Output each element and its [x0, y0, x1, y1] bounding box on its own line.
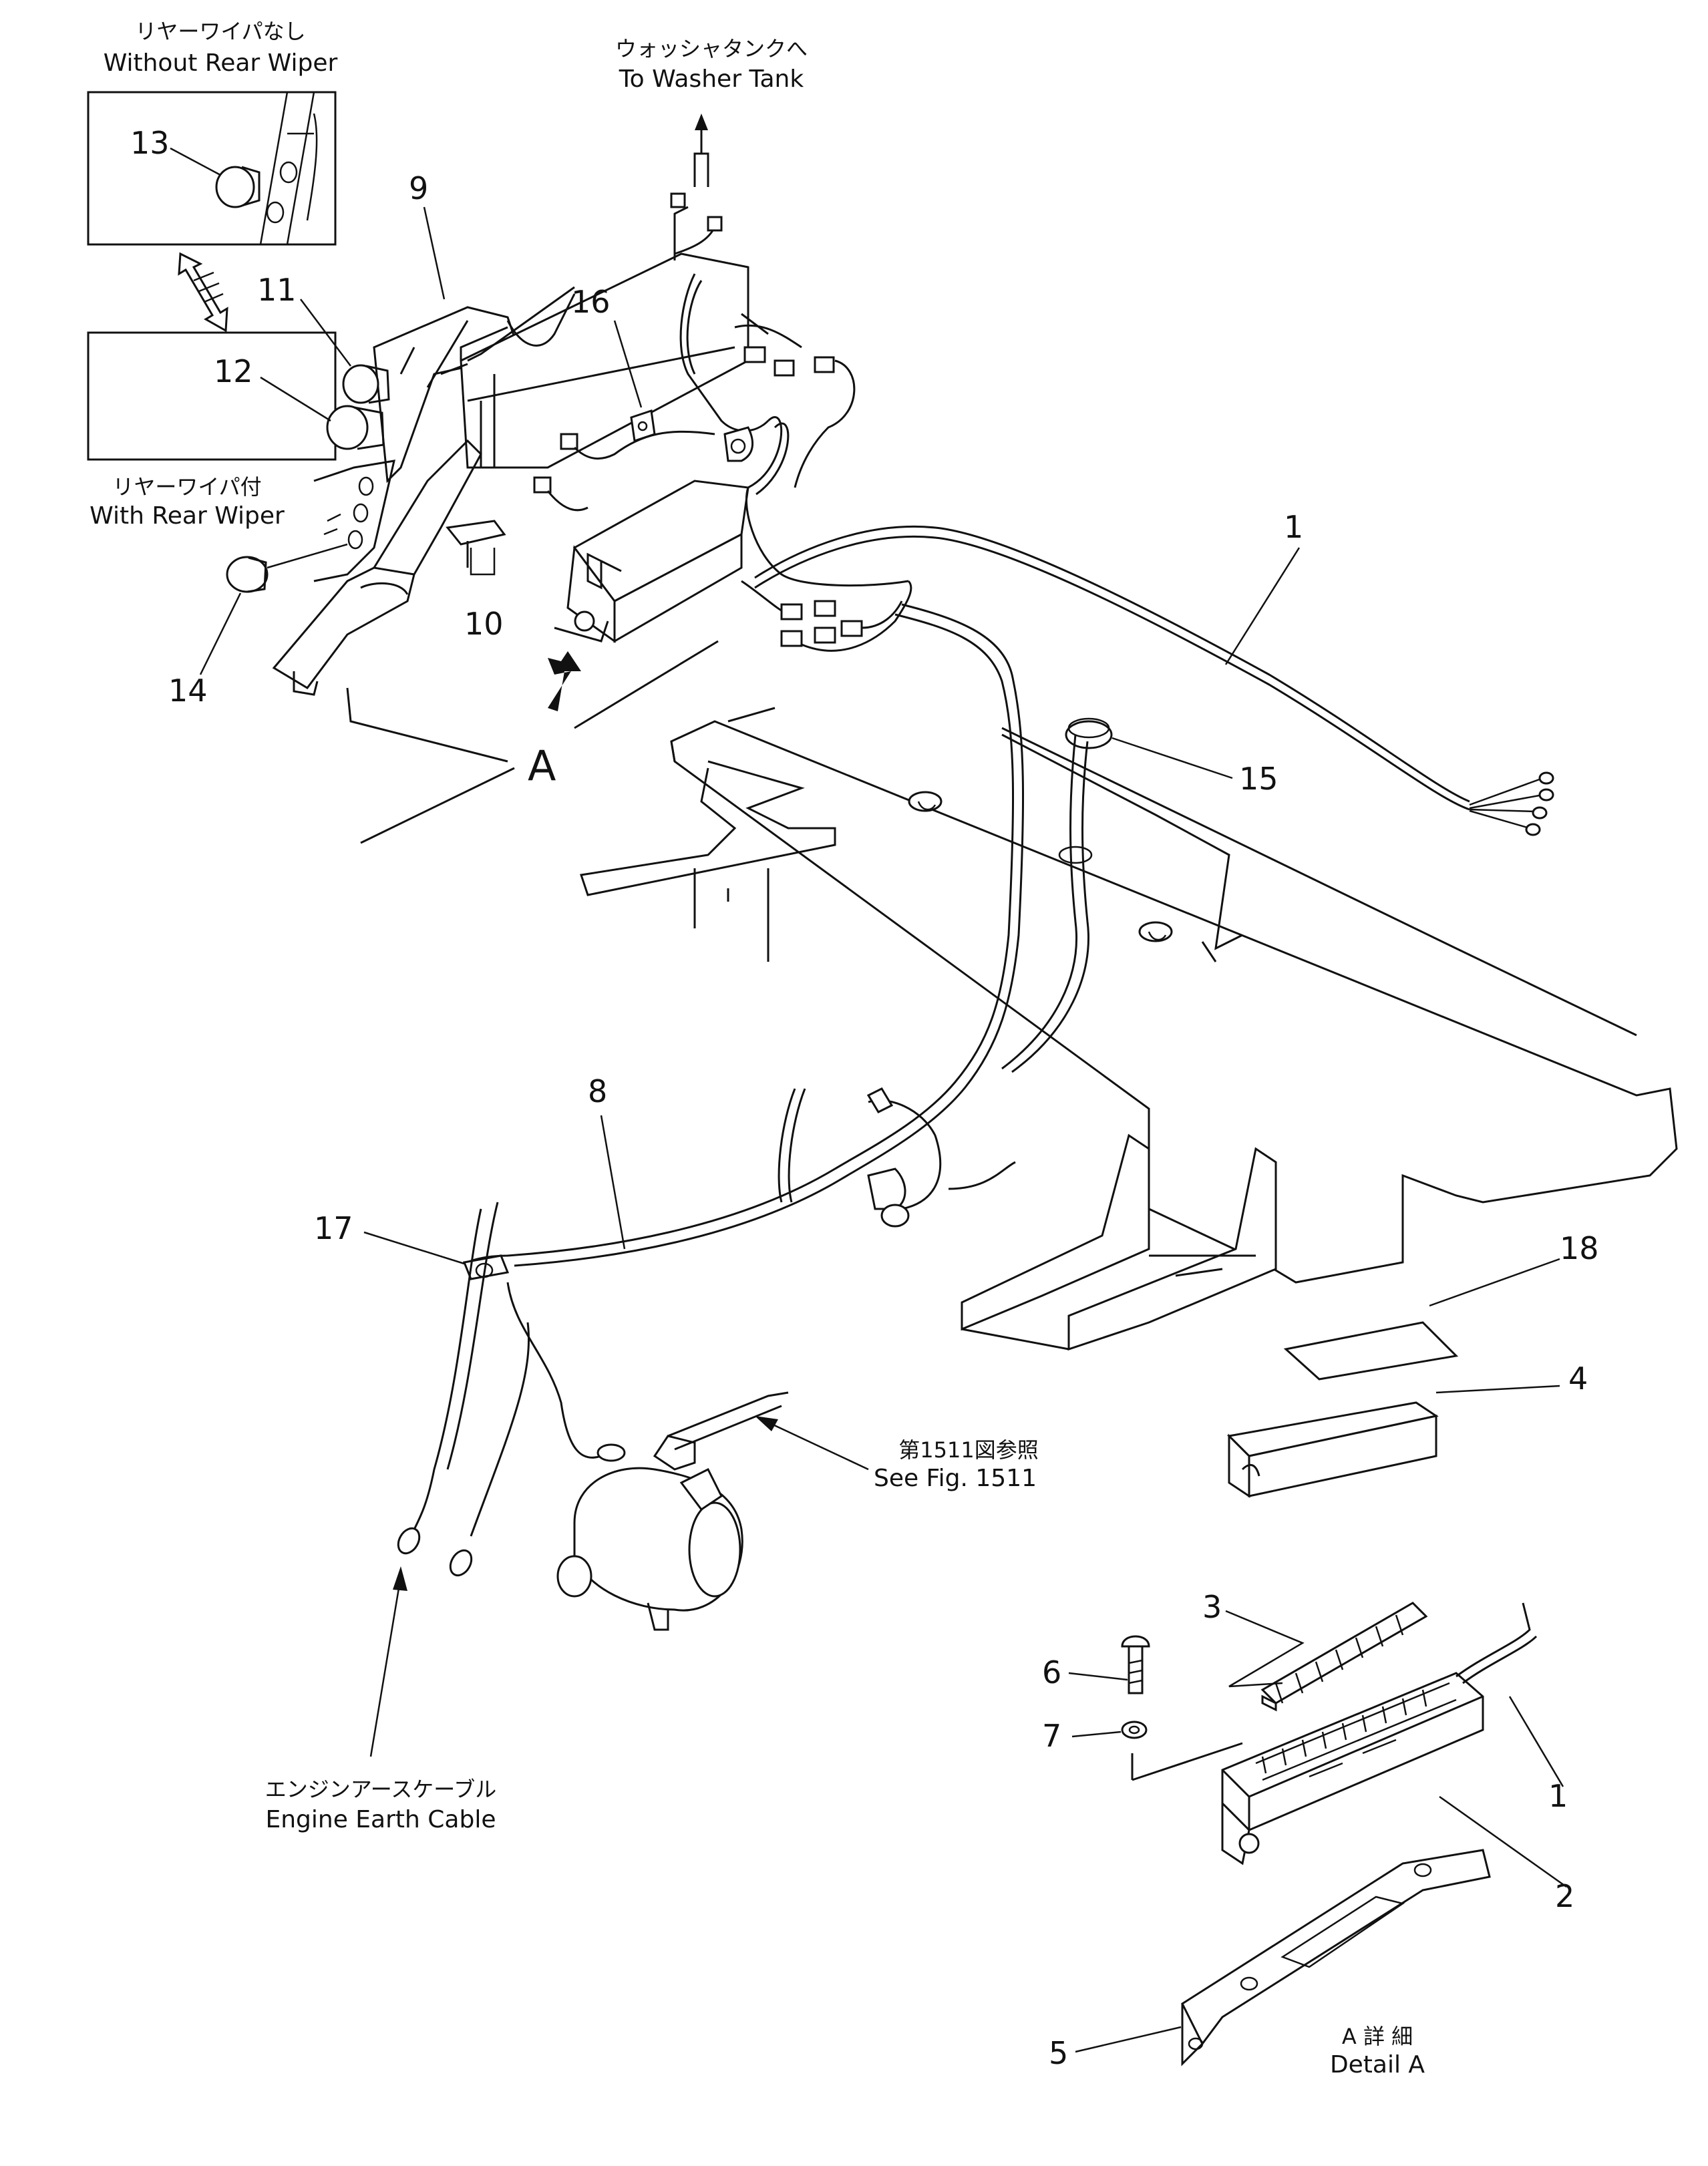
harness-1-detail	[1456, 1602, 1538, 1684]
without-rear-wiper-en-label: Without Rear Wiper	[104, 49, 338, 77]
engine-earth-en-label: Engine Earth Cable	[265, 1806, 496, 1833]
leader-14	[199, 592, 242, 675]
view-a-bracket	[346, 687, 508, 763]
part-number-5: 5	[1049, 2035, 1068, 2071]
knob-11	[342, 364, 390, 404]
see-fig-en-label: See Fig. 1511	[874, 1465, 1037, 1492]
part-number-11: 11	[257, 272, 297, 308]
part-number-17: 17	[314, 1210, 353, 1246]
harness-1	[754, 525, 1554, 836]
fuses-3	[1260, 1602, 1428, 1712]
leader-15	[1112, 737, 1233, 779]
without-rear-wiper-jp-label: リヤーワイパなし	[135, 19, 305, 44]
lower-brackets	[961, 1133, 1277, 1351]
detail-a: 3 6 7 1 2	[1042, 1589, 1574, 2079]
leader-14-to-panel	[267, 543, 348, 569]
knob-12	[326, 405, 385, 450]
leader-2	[1439, 1795, 1567, 1888]
alternative-arrow	[178, 252, 228, 333]
leader-17	[363, 1231, 465, 1265]
starter-motor	[556, 1391, 789, 1631]
leader-3	[1225, 1610, 1305, 1688]
view-a-label: A	[528, 741, 556, 790]
engine-earth-jp-label: エンジンアースケーブル	[265, 1777, 497, 1802]
panel-contour	[306, 113, 318, 221]
part-number-10: 10	[464, 606, 504, 642]
to-washer-tank-arrow	[695, 114, 708, 130]
leader-engine-earth	[369, 1576, 402, 1757]
inset-frame-bottom	[87, 331, 337, 461]
label-sheet-18	[1283, 1321, 1459, 1381]
part-number-1: 1	[1284, 509, 1303, 545]
view-a-line-left	[360, 767, 515, 844]
leader-4	[1435, 1385, 1560, 1394]
part-number-15: 15	[1239, 761, 1278, 797]
grommet-15	[1058, 717, 1113, 864]
view-a-arrow	[548, 651, 581, 711]
see-fig-arrow	[755, 1416, 778, 1431]
leader-1	[1224, 547, 1301, 665]
leader-10-bracket	[470, 548, 496, 576]
leader-12	[260, 376, 331, 422]
panel-hole	[266, 201, 285, 224]
part-number-18: 18	[1560, 1230, 1599, 1266]
bolt-to-box-line	[1131, 1742, 1243, 1781]
leader-1b	[1508, 1696, 1564, 1787]
to-washer-tank-en-label: To Washer Tank	[619, 65, 804, 93]
part-number-3: 3	[1202, 1589, 1222, 1625]
leader-18	[1429, 1258, 1560, 1307]
harness-8	[467, 603, 1025, 1267]
with-rear-wiper-jp-label: リヤーワイパ付	[112, 474, 261, 500]
control-lever	[272, 439, 482, 696]
part-number-16: 16	[571, 284, 611, 320]
part-number-14: 14	[168, 673, 208, 709]
to-washer-tank-jp-label: ウォッシャタンクへ	[615, 36, 808, 61]
bolt-6	[1121, 1635, 1150, 1694]
part-number-13: 13	[130, 125, 170, 161]
part-number-2: 2	[1555, 1878, 1574, 1914]
washer-7	[1121, 1721, 1148, 1739]
with-rear-wiper-en-label: With Rear Wiper	[90, 502, 285, 530]
fuse-box-2	[1221, 1672, 1484, 1865]
view-a-line-right	[574, 640, 719, 729]
leader-see-fig	[761, 1418, 869, 1471]
leader-9	[423, 206, 446, 300]
inset-frame-top	[87, 91, 337, 246]
part-number-4: 4	[1568, 1361, 1588, 1397]
part-number-12: 12	[214, 353, 253, 389]
plug-13	[215, 166, 261, 208]
leader-6	[1068, 1672, 1128, 1681]
leader-5	[1075, 2026, 1182, 2053]
plug-14	[226, 556, 269, 593]
engine-earth-arrow	[393, 1566, 407, 1591]
detail-a-en-label: Detail A	[1330, 2051, 1425, 2079]
fuse-box-mounted	[554, 480, 749, 643]
leader-13	[170, 147, 221, 176]
part-number-1b: 1	[1548, 1778, 1568, 1814]
leader-7	[1071, 1731, 1122, 1738]
earth-cables	[397, 1202, 626, 1577]
connector-cluster	[741, 580, 912, 652]
panel-edge	[259, 92, 315, 245]
fuse-cover-4	[1226, 1401, 1439, 1498]
leader-11	[300, 299, 351, 367]
lower-wires	[778, 1087, 1016, 1228]
see-fig-jp-label: 第1511図参照	[898, 1437, 1038, 1463]
part-number-6: 6	[1042, 1654, 1061, 1690]
detail-a-jp-label: A 詳 細	[1342, 2024, 1413, 2049]
part-number-9: 9	[409, 170, 428, 206]
inset-with-rear-wiper: リヤーワイパ付 With Rear Wiper	[87, 331, 337, 530]
part-number-7: 7	[1042, 1718, 1061, 1754]
harness-upper	[533, 114, 909, 587]
floor-frame	[580, 707, 1678, 1284]
harness-down-through-grommet	[1001, 734, 1077, 1070]
panel-hole	[279, 161, 298, 184]
clip-10	[446, 520, 506, 568]
leader-8	[600, 1115, 626, 1250]
leader-16	[613, 320, 643, 408]
bracket-5	[1181, 1849, 1491, 2066]
inset-without-rear-wiper: リヤーワイパなし Without Rear Wiper 13	[87, 19, 338, 246]
part-number-8: 8	[588, 1073, 607, 1109]
